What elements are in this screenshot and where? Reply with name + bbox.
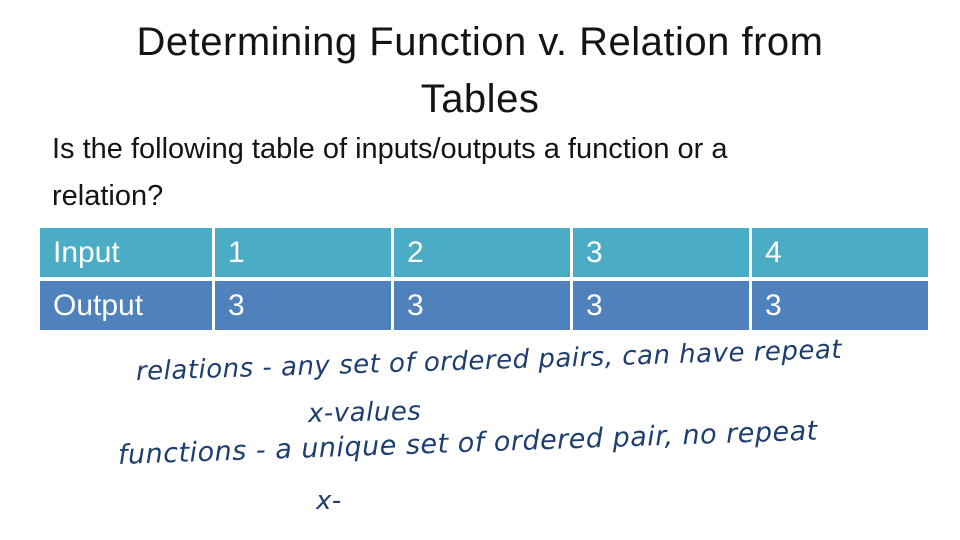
page-title-line2: Tables (420, 77, 540, 121)
page-title-line1: Determining Function v. Relation from (136, 20, 824, 64)
input-cell-3: 3 (573, 228, 749, 277)
question-line2: relation? (52, 180, 164, 212)
row-header-input: Input (40, 228, 212, 277)
handwritten-note-xvalues: x-values (307, 396, 422, 429)
output-cell-2: 3 (394, 281, 570, 330)
question-line1: Is the following table of inputs/outputs… (52, 133, 728, 165)
row-header-output: Output (40, 281, 212, 330)
table-row-output: Output 3 3 3 3 (40, 281, 928, 330)
input-cell-2: 2 (394, 228, 570, 277)
question-text: Is the following table of inputs/outputs… (52, 126, 727, 220)
handwritten-note-x-partial: x- (316, 486, 342, 516)
handwritten-note-functions: functions - a unique set of ordered pair… (117, 415, 819, 471)
input-cell-1: 1 (215, 228, 391, 277)
output-cell-3: 3 (573, 281, 749, 330)
input-cell-4: 4 (752, 228, 928, 277)
output-cell-1: 3 (215, 281, 391, 330)
page-title: Determining Function v. Relation from Ta… (0, 14, 960, 128)
input-output-table: Input 1 2 3 4 Output 3 3 3 3 (40, 228, 928, 330)
table-row-input: Input 1 2 3 4 (40, 228, 928, 277)
handwritten-note-relations: relations - any set of ordered pairs, ca… (135, 334, 843, 387)
output-cell-4: 3 (752, 281, 928, 330)
